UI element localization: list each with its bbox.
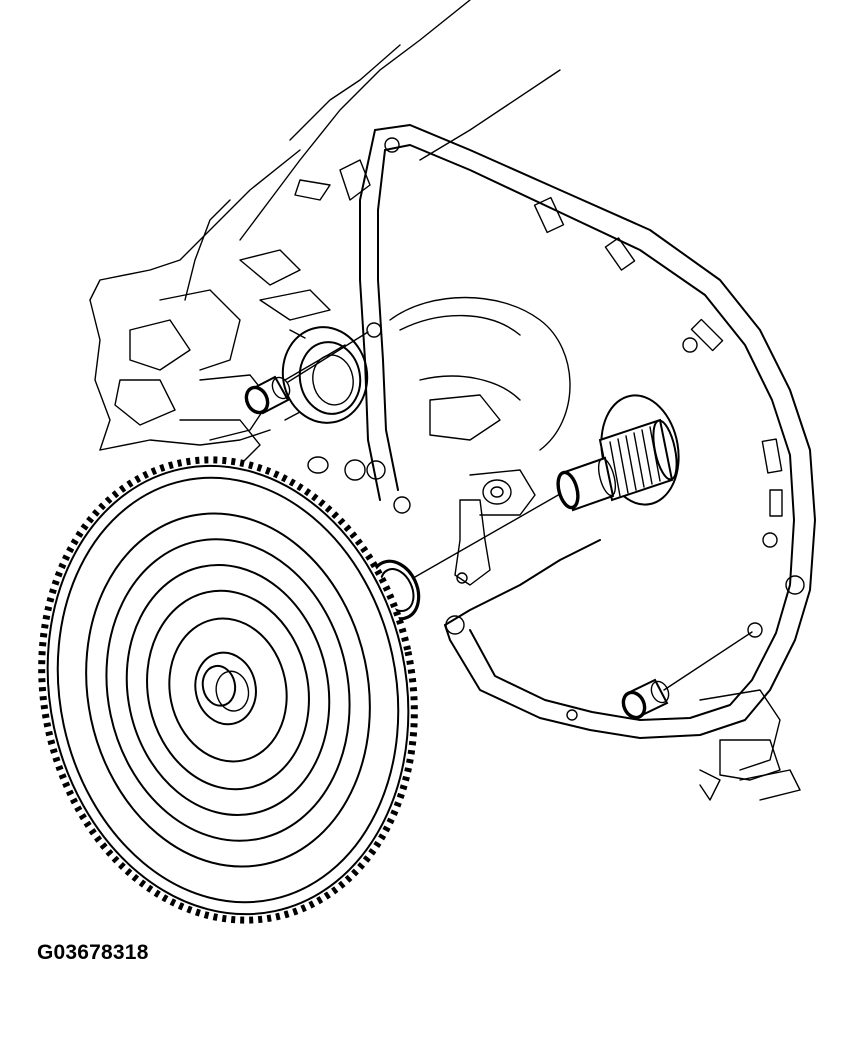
- flywheel-drive-plate: [38, 456, 418, 924]
- figure-code: G03678318: [37, 941, 149, 964]
- dowel-pin-upper: [244, 331, 369, 415]
- output-shaft: [556, 394, 680, 512]
- bellhousing-flange: [307, 124, 816, 739]
- dowel-pin-lower: [621, 631, 753, 720]
- input-shaft-seal: [281, 326, 369, 424]
